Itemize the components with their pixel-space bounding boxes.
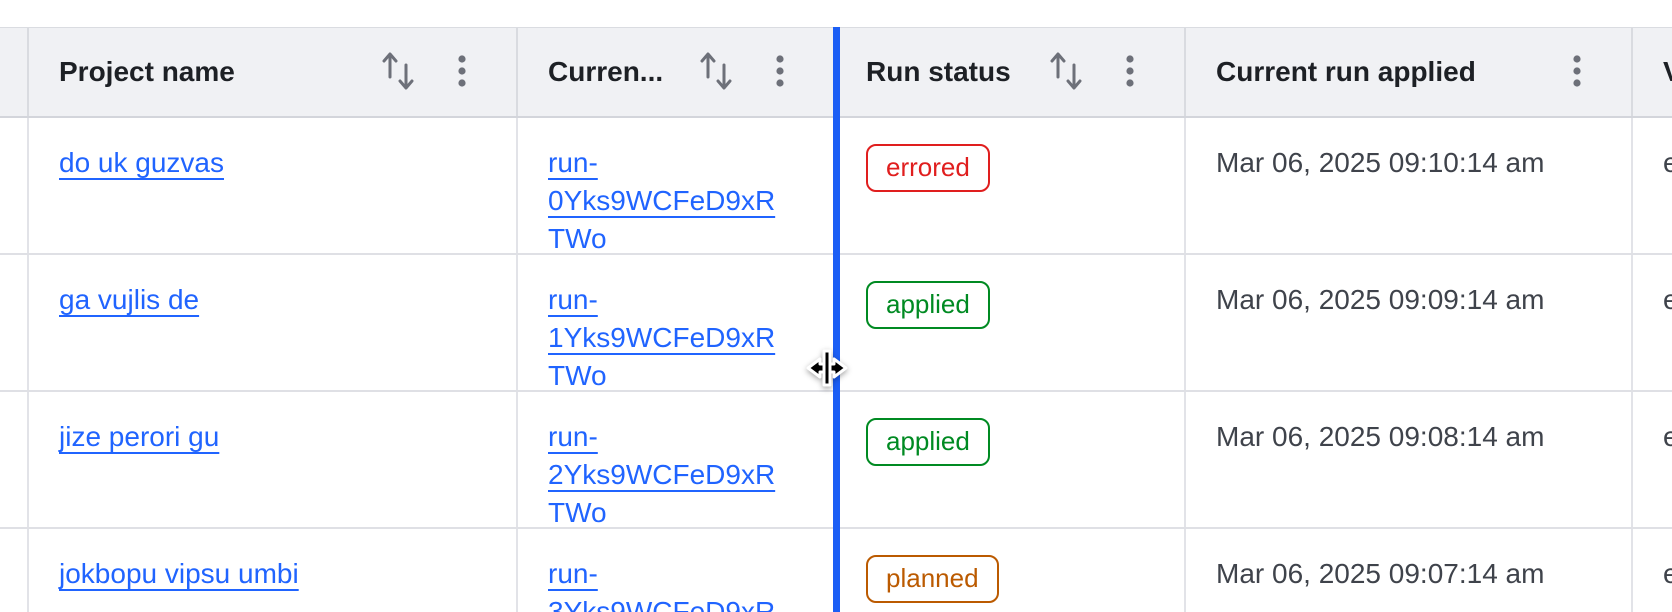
cell-select xyxy=(0,392,29,527)
clipped-text: e xyxy=(1663,558,1672,589)
cell-select xyxy=(0,255,29,390)
header-cell-select xyxy=(0,28,29,116)
run-link[interactable]: run-2Yks9WCFeD9xRTWo xyxy=(548,421,776,527)
cell-run-status: applied xyxy=(836,255,1186,390)
cell-clipped: e xyxy=(1633,255,1672,390)
cell-project: do uk guzvas xyxy=(29,118,518,253)
kebab-icon xyxy=(1124,51,1136,94)
run-link[interactable]: run-0Yks9WCFeD9xRTWo xyxy=(548,147,776,253)
status-badge: errored xyxy=(866,144,990,192)
column-resize-indicator[interactable] xyxy=(833,27,840,612)
cell-select xyxy=(0,529,29,612)
clipped-text: e xyxy=(1663,284,1672,315)
cell-run-status: applied xyxy=(836,392,1186,527)
cell-current-run: run-2Yks9WCFeD9xRTWo xyxy=(518,392,836,527)
column-menu-button[interactable] xyxy=(1124,51,1136,94)
header-cell-current-run-applied: Current run applied xyxy=(1186,28,1633,116)
cell-project: jize perori gu xyxy=(29,392,518,527)
cell-run-status: planned xyxy=(836,529,1186,612)
sort-arrows-icon xyxy=(698,51,734,94)
cell-clipped: e xyxy=(1633,392,1672,527)
cell-current-run: run-3Yks9WCFeD9xRTWo xyxy=(518,529,836,612)
cell-run-status: errored xyxy=(836,118,1186,253)
project-link[interactable]: jize perori gu xyxy=(59,421,220,452)
header-cell-current-run: Curren... xyxy=(518,28,836,116)
run-link[interactable]: run-1Yks9WCFeD9xRTWo xyxy=(548,284,776,390)
header-cell-run-status: Run status xyxy=(836,28,1186,116)
status-badge: applied xyxy=(866,281,990,329)
project-link[interactable]: jokbopu vipsu umbi xyxy=(59,558,299,589)
sort-arrows-icon xyxy=(380,51,416,94)
col-resize-cursor-icon xyxy=(806,349,848,392)
timestamp: Mar 06, 2025 09:10:14 am xyxy=(1216,147,1545,178)
project-link[interactable]: ga vujlis de xyxy=(59,284,200,315)
column-title: Run status xyxy=(866,56,1011,87)
cell-clipped: e xyxy=(1633,529,1672,612)
status-badge: applied xyxy=(866,418,990,466)
sort-button[interactable] xyxy=(1048,51,1084,94)
project-link[interactable]: do uk guzvas xyxy=(59,147,224,178)
column-menu-button[interactable] xyxy=(1571,51,1583,94)
clipped-text: e xyxy=(1663,421,1672,452)
cell-clipped: e xyxy=(1633,118,1672,253)
cell-current-run: run-0Yks9WCFeD9xRTWo xyxy=(518,118,836,253)
cell-run-applied: Mar 06, 2025 09:08:14 am xyxy=(1186,392,1633,527)
cell-project: ga vujlis de xyxy=(29,255,518,390)
cell-project: jokbopu vipsu umbi xyxy=(29,529,518,612)
timestamp: Mar 06, 2025 09:08:14 am xyxy=(1216,421,1545,452)
cell-current-run: run-1Yks9WCFeD9xRTWo xyxy=(518,255,836,390)
header-cell-clipped: V xyxy=(1633,28,1672,116)
column-title: Curren... xyxy=(548,56,664,87)
timestamp: Mar 06, 2025 09:09:14 am xyxy=(1216,284,1545,315)
clipped-text: e xyxy=(1663,147,1672,178)
sort-arrows-icon xyxy=(1048,51,1084,94)
kebab-icon xyxy=(456,51,468,94)
kebab-icon xyxy=(774,51,786,94)
column-title: Project name xyxy=(59,56,235,87)
column-menu-button[interactable] xyxy=(774,51,786,94)
cell-select xyxy=(0,118,29,253)
kebab-icon xyxy=(1571,51,1583,94)
column-title: Current run applied xyxy=(1216,56,1476,87)
column-menu-button[interactable] xyxy=(456,51,468,94)
timestamp: Mar 06, 2025 09:07:14 am xyxy=(1216,558,1545,589)
sort-button[interactable] xyxy=(380,51,416,94)
cell-run-applied: Mar 06, 2025 09:09:14 am xyxy=(1186,255,1633,390)
cell-run-applied: Mar 06, 2025 09:07:14 am xyxy=(1186,529,1633,612)
header-cell-project-name: Project name xyxy=(29,28,518,116)
run-link[interactable]: run-3Yks9WCFeD9xRTWo xyxy=(548,558,776,612)
column-title: V xyxy=(1663,56,1672,88)
sort-button[interactable] xyxy=(698,51,734,94)
status-badge: planned xyxy=(866,555,999,603)
cell-run-applied: Mar 06, 2025 09:10:14 am xyxy=(1186,118,1633,253)
